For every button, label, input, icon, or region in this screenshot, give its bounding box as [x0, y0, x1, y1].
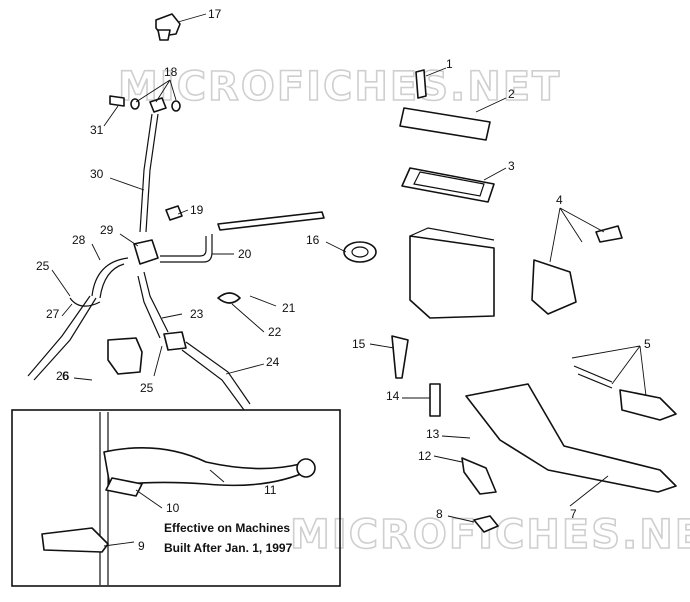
callout-10: 10: [166, 501, 180, 515]
brake-line-assembly: [27, 13, 325, 411]
hose-23: [137, 271, 169, 339]
callout-26: 26: [56, 369, 70, 383]
callout-17: 17: [208, 7, 222, 21]
callout-2: 2: [508, 87, 515, 101]
callout-20: 20: [238, 247, 252, 261]
callout-25-lower: 25: [140, 381, 154, 395]
hose-24: [181, 341, 251, 411]
banjo-fitting-17: [155, 13, 181, 41]
callout-22: 22: [268, 325, 282, 339]
inset-pad-10: [105, 477, 143, 497]
nut-8: [473, 515, 499, 533]
bolt-31: [109, 95, 125, 107]
callout-1: 1: [446, 57, 453, 71]
master-cylinder-assembly: [343, 69, 677, 533]
callout-15: 15: [352, 337, 366, 351]
callout-29: 29: [100, 223, 114, 237]
callout-3: 3: [508, 159, 515, 173]
piston-5: [619, 389, 677, 421]
callout-18: 18: [164, 65, 178, 79]
note-line-2: Built After Jan. 1, 1997: [164, 541, 293, 555]
callout-31: 31: [90, 123, 104, 137]
pivot-block-12: [461, 457, 497, 495]
note-line-1: Effective on Machines: [164, 521, 290, 535]
clamp-22: [217, 292, 241, 304]
callout-19: 19: [190, 203, 204, 217]
hose-30: [139, 113, 159, 233]
leader-lines: [51, 13, 647, 547]
callout-16: 16: [306, 233, 320, 247]
callout-28: 28: [72, 233, 86, 247]
callout-13: 13: [426, 427, 440, 441]
callout-14: 14: [386, 389, 400, 403]
fitting-19: [165, 205, 183, 221]
callout-12: 12: [418, 449, 432, 463]
lever-7: [465, 383, 677, 493]
callout-24: 24: [266, 355, 280, 369]
inset-pad-9: [41, 527, 109, 553]
callout-7: 7: [570, 507, 577, 521]
callout-23: 23: [190, 307, 204, 321]
clamp-4: [531, 259, 577, 315]
inset-lever-11: [103, 446, 311, 487]
callout-5: 5: [644, 337, 651, 351]
cover-2: [399, 107, 491, 141]
callout-8: 8: [436, 507, 443, 521]
callout-6: 6: [62, 369, 69, 383]
callout-27: 27: [46, 307, 60, 321]
hose-27: [27, 295, 97, 381]
callout-21: 21: [282, 301, 296, 315]
screw-1: [415, 69, 427, 99]
bolt-15: [391, 335, 409, 379]
boot-16: [343, 241, 377, 263]
bracket-26: [107, 337, 143, 375]
callout-9: 9: [138, 539, 145, 553]
callouts: 1 2 3 4 5 6 7 8 9 10 11 12 13 14 15 16 1…: [36, 7, 651, 553]
hose-28: [91, 257, 129, 299]
watermark-top: MICROFICHES.NET: [118, 64, 561, 110]
callout-30: 30: [90, 167, 104, 181]
brake-line-20: [160, 234, 213, 263]
gasket-3: [401, 167, 495, 203]
reservoir-body: [409, 235, 495, 319]
inset-box: Effective on Machines Built After Jan. 1…: [11, 409, 341, 587]
callout-25-upper: 25: [36, 259, 50, 273]
callout-4: 4: [556, 193, 563, 207]
distribution-block-29: [133, 239, 159, 265]
callout-11: 11: [264, 483, 277, 497]
bolt-14: [429, 383, 441, 417]
